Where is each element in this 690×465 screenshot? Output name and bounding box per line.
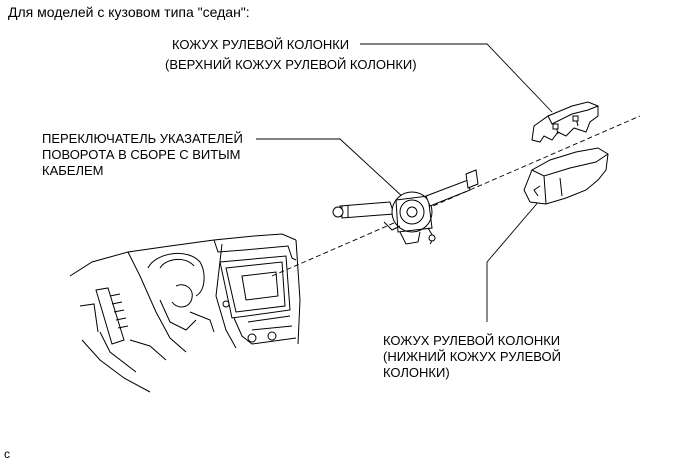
switch-leader-line <box>256 138 405 199</box>
instrument-panel <box>69 233 301 393</box>
upper-column-cover <box>531 101 599 143</box>
lower-cover-label: КОЖУХ РУЛЕВОЙ КОЛОНКИ (НИЖНИЙ КОЖУХ РУЛЕ… <box>383 333 561 381</box>
switch-label-line3: КАБЕЛЕМ <box>42 163 104 178</box>
upper-cover-label-line2: (ВЕРХНИЙ КОЖУХ РУЛЕВОЙ КОЛОНКИ) <box>165 57 417 72</box>
turn-signal-switch-label: ПЕРЕКЛЮЧАТЕЛЬ УКАЗАТЕЛЕЙ ПОВОРОТА В СБОР… <box>42 131 243 179</box>
switch-label-line2: ПОВОРОТА В СБОРЕ С ВИТЫМ <box>42 147 241 162</box>
lower-cover-leader-line <box>486 199 541 322</box>
turn-signal-switch-assembly <box>332 169 479 245</box>
upper-cover-label-line1: КОЖУХ РУЛЕВОЙ КОЛОНКИ <box>172 37 350 52</box>
corner-mark: c <box>4 447 10 461</box>
page-heading: Для моделей с кузовом типа "седан": <box>8 4 250 20</box>
lower-cover-label-line2: (НИЖНИЙ КОЖУХ РУЛЕВОЙ <box>383 349 561 364</box>
lower-cover-label-line3: КОЛОНКИ) <box>383 365 450 380</box>
lower-cover-label-line1: КОЖУХ РУЛЕВОЙ КОЛОНКИ <box>383 333 561 348</box>
switch-label-line1: ПЕРЕКЛЮЧАТЕЛЬ УКАЗАТЕЛЕЙ <box>42 131 243 146</box>
upper-cover-leader-line <box>360 43 553 113</box>
lower-column-cover <box>523 147 609 205</box>
